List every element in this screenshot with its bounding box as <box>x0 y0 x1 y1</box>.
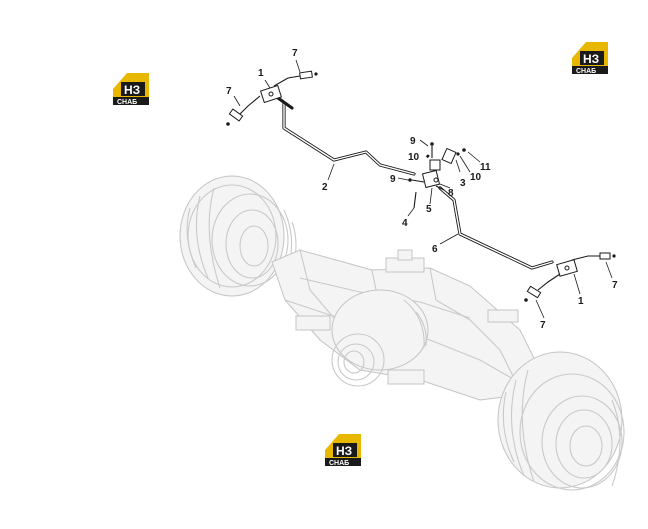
callout-7-upper: 7 <box>292 48 298 59</box>
watermark-logo-bottom: НЗ СНАБ <box>325 434 361 467</box>
callout-9-left: 9 <box>390 174 396 185</box>
svg-text:НЗ: НЗ <box>583 52 599 66</box>
callout-6: 6 <box>432 244 438 255</box>
left-wheel-hub <box>179 175 297 297</box>
brake-pipe-2 <box>276 96 416 176</box>
callout-1-upper: 1 <box>258 68 264 79</box>
center-valve-cluster <box>408 142 466 209</box>
brake-hose-right-upper <box>571 252 616 261</box>
callout-7-left: 7 <box>226 86 232 97</box>
brake-hose-left <box>226 95 261 126</box>
mount-pad-bottom <box>387 369 425 385</box>
mount-pad-left <box>295 315 331 331</box>
callout-5: 5 <box>426 204 432 215</box>
brake-pipe-6 <box>438 186 554 270</box>
callout-11: 11 <box>480 162 491 173</box>
callout-8: 8 <box>448 188 454 199</box>
callout-7-right: 7 <box>612 280 618 291</box>
svg-text:СНАБ: СНАБ <box>576 68 596 75</box>
tee-fitting-right <box>556 259 578 277</box>
watermark-logo-right: НЗ СНАБ <box>572 42 608 75</box>
svg-text:НЗ: НЗ <box>336 444 352 458</box>
callout-3: 3 <box>460 178 466 189</box>
mount-pad-top-right <box>487 309 519 323</box>
callout-4: 4 <box>402 218 408 229</box>
tee-fitting-left <box>259 84 283 104</box>
axle-housing <box>179 175 625 491</box>
callout-1-right: 1 <box>578 296 584 307</box>
svg-text:СНАБ: СНАБ <box>329 460 349 467</box>
callout-10-top: 10 <box>408 152 420 163</box>
svg-text:НЗ: НЗ <box>124 83 140 97</box>
callout-10-right: 10 <box>470 172 482 183</box>
callout-9-top: 9 <box>410 136 416 147</box>
callout-7-lower: 7 <box>540 320 546 331</box>
callout-labels: 1 7 7 2 9 10 9 3 11 10 8 5 4 6 7 1 7 <box>226 48 618 331</box>
brake-hose-right-lower <box>524 273 561 302</box>
leader-lines <box>233 59 613 319</box>
right-wheel-hub <box>497 351 625 491</box>
differential-housing <box>331 289 429 387</box>
watermark-logo-left: НЗ СНАБ <box>113 73 149 106</box>
brake-hose-upper <box>273 70 318 87</box>
callout-2: 2 <box>322 182 328 193</box>
svg-text:СНАБ: СНАБ <box>117 99 137 106</box>
